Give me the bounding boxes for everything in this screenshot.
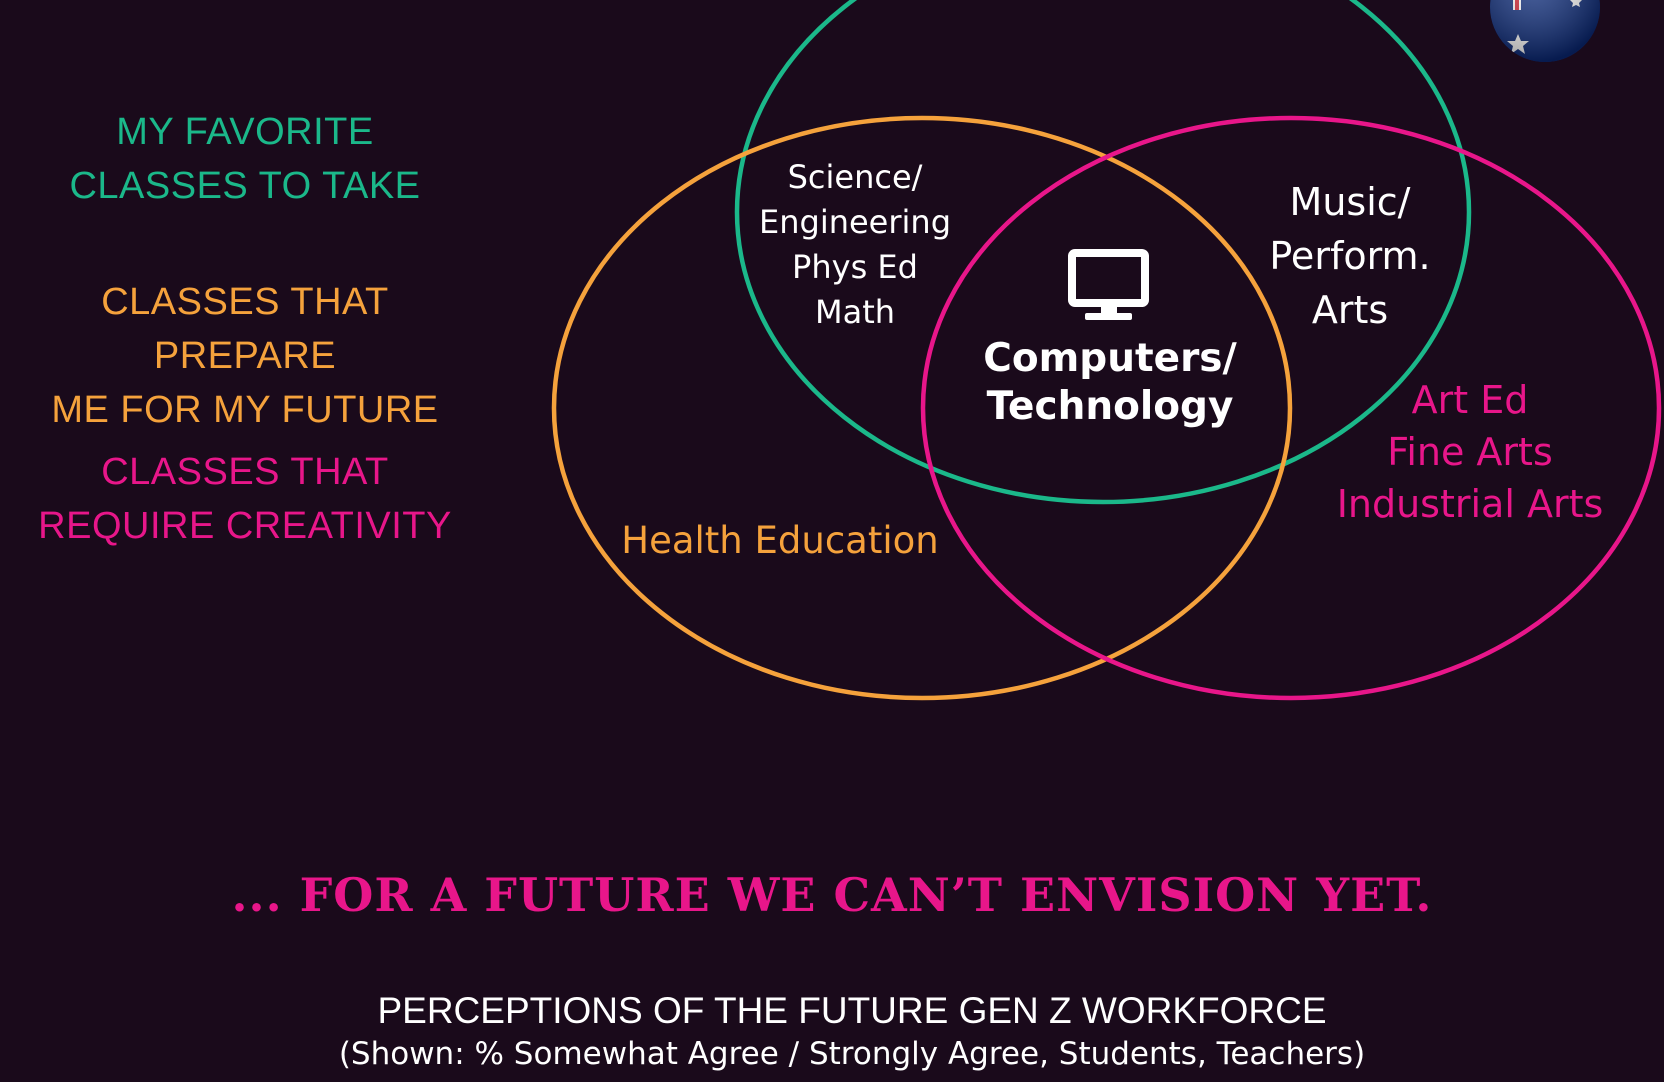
legend-favorite-line-2: CLASSES TO TAKE [69,165,421,207]
footer-title: PERCEPTIONS OF THE FUTURE GEN Z WORKFORC… [377,990,1327,1031]
region-label-line: Music/ [1289,180,1411,224]
region-label-line: Phys Ed [792,248,918,286]
region-science-engineering: Science/ Engineering Phys Ed Math [740,155,970,335]
legend-favorite-line-1: MY FAVORITE [116,111,374,153]
region-art-fine-industrial: Art Ed Fine Arts Industrial Arts [1320,374,1620,530]
ellipse-prepare-future [551,115,1293,701]
region-label-line: Industrial Arts [1336,482,1604,526]
region-label-line: Math [814,293,896,331]
region-label-line: Art Ed [1411,378,1529,422]
region-label-line: Fine Arts [1387,430,1553,474]
ellipse-favorite-classes [734,0,1472,505]
region-label-line: Computers/ [983,336,1237,381]
legend-creativity-line-1: CLASSES THAT [101,451,389,493]
region-label-line: Technology [986,384,1234,429]
region-label-line: Science/ [787,158,923,196]
legend-require-creativity: CLASSES THAT REQUIRE CREATIVITY [20,445,470,553]
legend-favorite-classes: MY FAVORITE CLASSES TO TAKE [20,105,470,213]
region-computers-technology: Computers/ Technology [960,335,1260,431]
region-label-line: Perform. [1269,234,1431,278]
footer-subtitle: (Shown: % Somewhat Agree / Strongly Agre… [338,1036,1366,1072]
region-music-performing-arts: Music/ Perform. Arts [1240,175,1460,337]
legend-prepare-future: CLASSES THAT PREPARE ME FOR MY FUTURE [5,275,485,437]
headline: ... FOR A FUTURE WE CAN’T ENVISION YET. [231,868,1433,922]
computer-monitor-icon [1068,249,1149,320]
region-label-line: Arts [1311,288,1389,332]
ellipse-require-creativity [920,115,1662,701]
legend-prepare-line-2: ME FOR MY FUTURE [51,389,439,431]
legend-creativity-line-2: REQUIRE CREATIVITY [38,505,452,547]
australia-flag-icon [1490,0,1600,62]
region-label-line: Engineering [759,203,951,241]
legend-prepare-line-1: CLASSES THAT PREPARE [101,281,389,377]
region-health-education: Health Education [621,519,939,562]
